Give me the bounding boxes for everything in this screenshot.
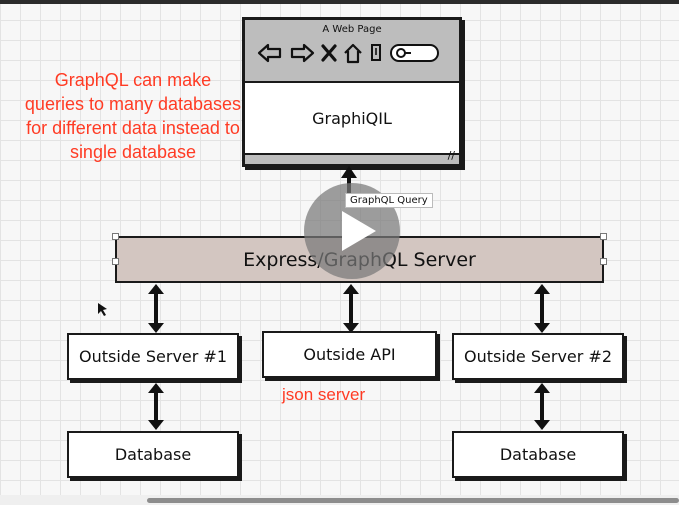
selection-handle <box>600 233 607 240</box>
selection-handle <box>112 258 119 265</box>
graphql-query-label: GraphQL Query <box>345 193 433 208</box>
forward-arrow-icon <box>290 43 315 63</box>
window-top-strip <box>0 0 679 4</box>
browser-nav-bar <box>257 42 441 64</box>
browser-content: GraphiQIL <box>245 81 459 155</box>
play-icon <box>342 211 376 251</box>
browser-title: A Web Page <box>322 24 382 35</box>
json-server-label: json server <box>282 385 366 404</box>
bookmark-icon <box>371 44 381 61</box>
mouse-cursor-icon <box>98 303 107 316</box>
outside-api-box: Outside API <box>262 331 437 378</box>
resize-grip-icon: // <box>447 149 455 162</box>
back-arrow-icon <box>257 43 282 63</box>
selection-handle <box>112 233 119 240</box>
database-1-box: Database <box>67 431 239 478</box>
horizontal-scrollbar-thumb[interactable] <box>147 498 679 503</box>
home-icon <box>344 43 362 64</box>
close-icon <box>321 44 337 62</box>
outside-server-1-box: Outside Server #1 <box>67 333 239 380</box>
search-icon <box>390 44 439 62</box>
database-2-box: Database <box>452 431 624 478</box>
outside-server-2-box: Outside Server #2 <box>452 333 624 380</box>
browser-window: A Web Page GraphiQIL // <box>242 17 462 167</box>
selection-handle <box>600 258 607 265</box>
annotation-note: GraphQL can make queries to many databas… <box>24 70 242 162</box>
